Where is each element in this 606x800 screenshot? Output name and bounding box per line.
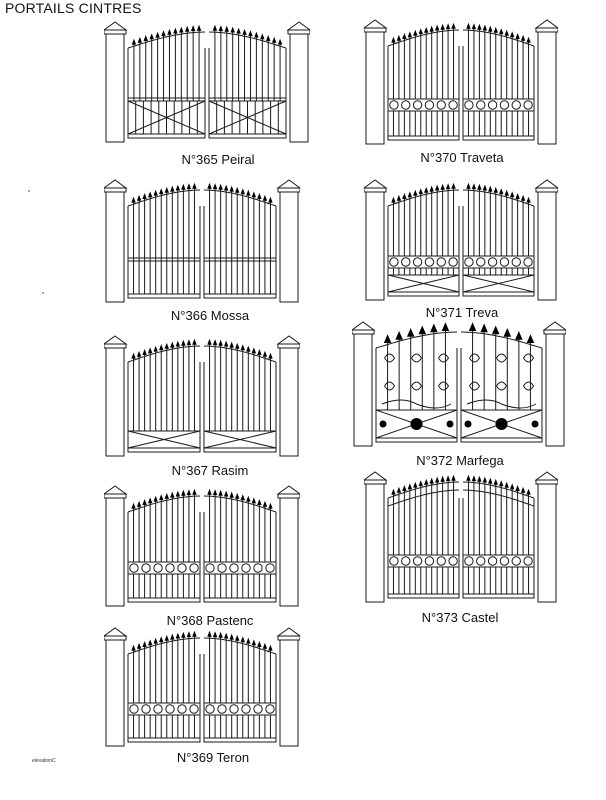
gate-drawing-368 <box>104 484 300 608</box>
left-pillar <box>104 21 128 143</box>
stray-mark <box>28 190 30 192</box>
gate-svg <box>104 485 300 607</box>
gate-svg <box>364 471 558 603</box>
left-leaf <box>387 22 460 141</box>
right-pillar <box>534 471 558 603</box>
gate-drawing-369 <box>104 626 300 748</box>
left-pillar <box>364 19 388 145</box>
gate-svg <box>364 179 558 301</box>
left-leaf <box>127 24 206 139</box>
left-leaf <box>127 630 201 743</box>
right-pillar <box>276 335 300 457</box>
left-leaf <box>127 182 201 299</box>
right-leaf <box>203 338 277 453</box>
gate-caption-366: N°366 Mossa <box>170 308 250 323</box>
right-pillar <box>534 19 558 145</box>
left-pillar <box>104 179 128 303</box>
gate-caption-369: N°369 Teron <box>176 750 250 765</box>
left-leaf <box>127 488 201 603</box>
right-pillar <box>286 21 310 143</box>
gate-drawing-370 <box>364 18 558 146</box>
gate-caption-368: N°368 Pastenc <box>166 613 254 628</box>
right-pillar <box>542 321 566 447</box>
gate-caption-370: N°370 Traveta <box>420 150 504 165</box>
right-pillar <box>534 179 558 301</box>
gate-drawing-365 <box>104 20 310 144</box>
gate-caption-371: N°371 Treva <box>425 305 499 320</box>
gate-caption-372: N°372 Marfega <box>416 453 504 468</box>
right-leaf <box>462 22 535 141</box>
gate-svg <box>352 321 566 447</box>
gate-svg <box>104 21 310 143</box>
gate-svg <box>104 335 300 457</box>
left-pillar <box>104 485 128 607</box>
right-leaf <box>203 488 277 603</box>
right-leaf <box>462 182 535 297</box>
left-pillar <box>364 179 388 301</box>
left-pillar <box>364 471 388 603</box>
right-leaf <box>462 474 535 599</box>
gate-drawing-373 <box>364 470 558 604</box>
gate-drawing-366 <box>104 178 300 304</box>
gate-caption-367: N°367 Rasim <box>171 463 249 478</box>
right-leaf <box>208 24 287 139</box>
left-leaf <box>375 322 458 443</box>
gate-drawing-371 <box>364 178 558 302</box>
gate-svg <box>364 19 558 145</box>
page-title: PORTAILS CINTRES <box>5 0 142 16</box>
gate-drawing-372 <box>352 320 566 448</box>
footer-note: elevationC <box>32 758 56 764</box>
gate-drawing-367 <box>104 334 300 458</box>
right-leaf <box>203 182 277 299</box>
right-pillar <box>276 485 300 607</box>
left-leaf <box>127 338 201 453</box>
left-pillar <box>352 321 376 447</box>
left-leaf <box>387 474 460 599</box>
right-pillar <box>276 627 300 747</box>
gate-svg <box>104 627 300 747</box>
gate-caption-365: N°365 Peiral <box>181 152 255 167</box>
right-pillar <box>276 179 300 303</box>
left-leaf <box>387 182 460 297</box>
gate-svg <box>104 179 300 303</box>
right-leaf <box>460 322 543 443</box>
stray-mark <box>42 292 44 294</box>
gate-caption-373: N°373 Castel <box>421 610 499 625</box>
left-pillar <box>104 627 128 747</box>
right-leaf <box>203 630 277 743</box>
left-pillar <box>104 335 128 457</box>
